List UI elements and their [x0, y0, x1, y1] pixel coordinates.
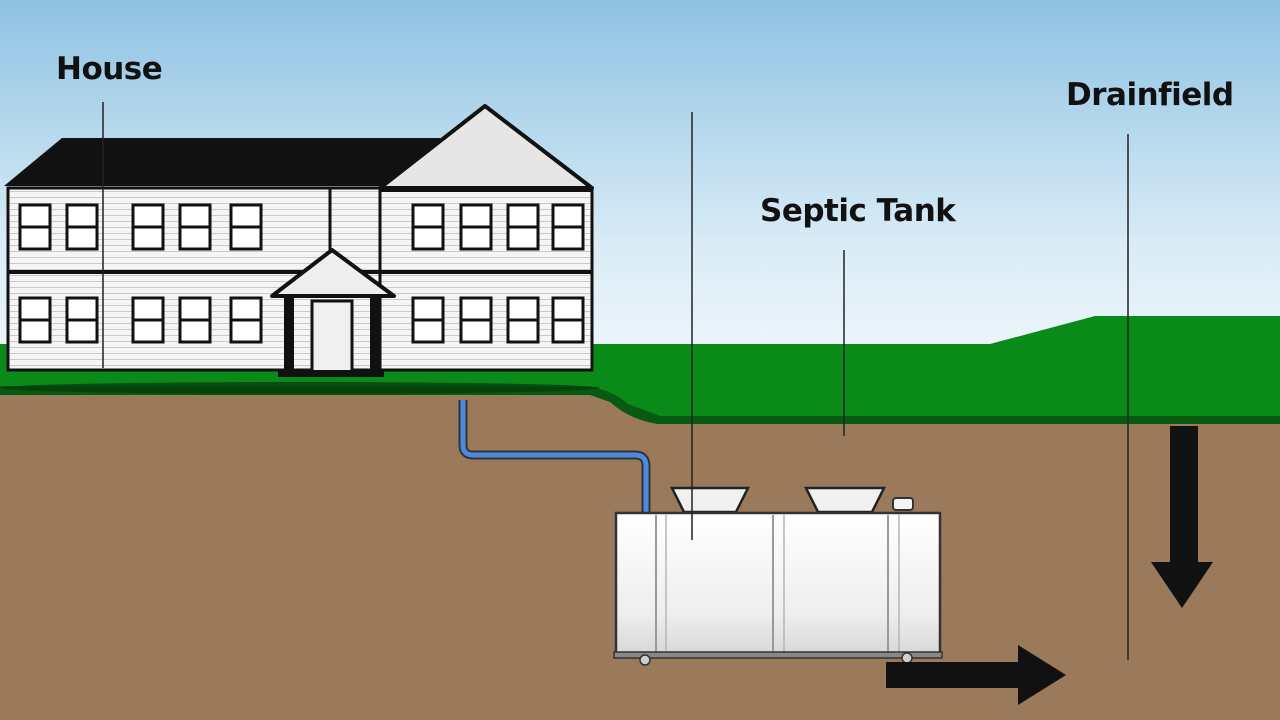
upper-windows — [18, 203, 585, 251]
porch — [270, 248, 396, 377]
house — [4, 104, 594, 377]
tank-body — [614, 511, 942, 659]
lower-windows — [18, 296, 585, 344]
arrow-down-icon — [1151, 426, 1213, 608]
house-label: House — [56, 51, 163, 87]
septic-tank-label: Septic Tank — [760, 193, 956, 229]
septic-tank — [613, 486, 943, 666]
house-shadow — [0, 382, 600, 394]
house-roof — [4, 138, 440, 186]
drainfield-label: Drainfield — [1066, 77, 1234, 113]
front-door — [310, 299, 354, 375]
tank-riser-right — [803, 486, 887, 514]
arrow-right-icon — [886, 645, 1066, 705]
tank-riser-left — [669, 486, 751, 514]
grass — [0, 316, 1280, 424]
